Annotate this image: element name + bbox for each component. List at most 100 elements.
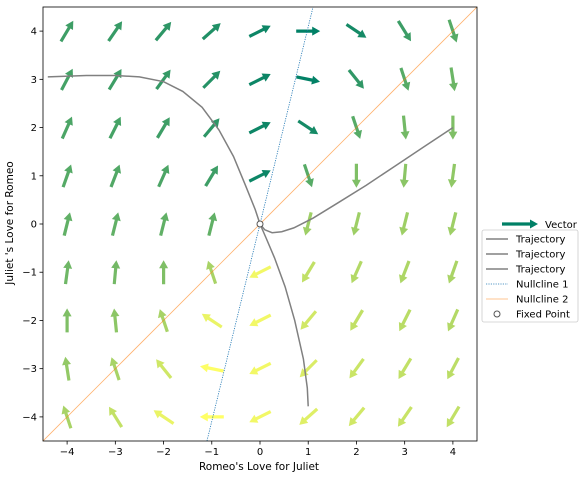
vector-arrow [347, 69, 364, 89]
vector-arrow [107, 69, 122, 91]
vector-arrow [108, 116, 122, 139]
x-tick-label: 1 [305, 447, 311, 458]
fixed-point-marker [256, 220, 264, 228]
vector-arrow [110, 212, 121, 236]
vector-arrow [109, 406, 124, 428]
vector-arrow [60, 116, 73, 140]
vector-arrow [156, 359, 173, 379]
vector-arrow [154, 21, 172, 42]
vector-arrow [399, 163, 409, 188]
vector-arrow [249, 313, 272, 327]
y-tick-label: −4 [22, 412, 37, 423]
vector-arrow [62, 356, 71, 381]
vector-arrow [302, 212, 313, 236]
vector-arrow [201, 23, 221, 41]
legend-label: Vector [545, 220, 578, 231]
y-axis-label: Juliet 's Love for Romeo [4, 161, 16, 285]
x-tick-label: 4 [450, 447, 456, 458]
vector-arrow [396, 20, 411, 42]
vector-arrow [348, 406, 366, 427]
y-tick-label: −2 [22, 316, 37, 327]
legend-label: Nullcline 1 [516, 280, 568, 291]
x-tick-label: −2 [156, 447, 171, 458]
vector-arrow [302, 261, 316, 283]
vector-arrow [399, 212, 410, 236]
vector-arrow [351, 212, 361, 236]
vector-arrow [62, 212, 73, 236]
vector-arrow [397, 406, 413, 427]
vector-arrow [296, 75, 320, 85]
vector-arrow [449, 67, 458, 92]
vector-arrow [350, 309, 364, 331]
plot-area [43, 7, 477, 441]
vector-arrow [61, 164, 73, 188]
vector-arrow [296, 26, 321, 36]
vector-arrow [447, 357, 460, 380]
x-tick-label: −1 [204, 447, 219, 458]
vector-arrow [300, 310, 318, 330]
vector-arrow [202, 118, 220, 138]
legend-fixed-point-swatch [493, 310, 501, 318]
legend: VectorTrajectoryTrajectoryTrajectoryNull… [481, 219, 579, 323]
vector-arrow [447, 260, 459, 284]
vector-arrow [207, 212, 218, 236]
vector-arrow [109, 164, 121, 188]
y-tick-label: 1 [31, 171, 37, 182]
legend-label: Trajectory [515, 265, 565, 276]
vector-arrow [349, 358, 365, 379]
y-tick-label: 0 [31, 220, 37, 231]
vector-arrow [60, 68, 73, 91]
vector-arrow [345, 23, 367, 38]
vector-arrow [398, 309, 412, 332]
vector-arrow [202, 70, 221, 89]
vector-arrow [63, 260, 73, 285]
legend-label: Nullcline 2 [516, 295, 568, 306]
legend-label: Trajectory [515, 250, 565, 261]
trajectory-2 [259, 126, 454, 234]
vector-arrow [249, 361, 272, 375]
vector-arrow [204, 165, 218, 187]
vector-arrow [107, 21, 123, 42]
y-tick-label: −1 [22, 268, 37, 279]
vector-arrow [447, 308, 460, 332]
vector-arrow [248, 170, 271, 183]
vector-arrow [447, 212, 458, 236]
y-tick-label: −3 [22, 364, 37, 375]
vector-arrow [201, 313, 223, 329]
vector-arrow [398, 357, 413, 379]
trajectory-1 [47, 74, 261, 225]
vector-arrow [157, 164, 170, 188]
vector-arrow [155, 69, 171, 90]
vector-arrow [400, 115, 410, 140]
vector-arrow [350, 260, 363, 284]
x-tick-label: −4 [60, 447, 75, 458]
x-axis-label: Romeo's Love for Juliet [199, 461, 319, 473]
vector-arrow [159, 212, 169, 236]
vector-arrow [249, 265, 272, 278]
vector-arrow [299, 359, 318, 378]
vector-arrow [249, 410, 272, 423]
legend-vector-swatch [502, 219, 538, 229]
vector-arrow [248, 121, 271, 135]
legend-label: Fixed Point [516, 310, 570, 321]
x-tick-label: 0 [257, 447, 263, 458]
vector-arrow [399, 260, 411, 284]
vector-arrow [110, 308, 120, 333]
vector-arrow [59, 20, 74, 43]
vector-arrow [248, 73, 271, 87]
vector-arrow [199, 412, 224, 422]
vector-arrow [446, 405, 461, 428]
vector-arrow [447, 163, 457, 188]
y-tick-label: 3 [31, 75, 37, 86]
legend-label: Trajectory [515, 235, 565, 246]
x-tick-label: 3 [401, 447, 407, 458]
x-tick-label: 2 [353, 447, 359, 458]
vector-arrow [62, 308, 72, 333]
y-tick-label: 4 [31, 27, 37, 38]
vector-arrow [159, 260, 169, 285]
vector-arrow [200, 363, 224, 373]
vector-arrow [156, 117, 170, 139]
y-tick-label: 2 [31, 123, 37, 134]
